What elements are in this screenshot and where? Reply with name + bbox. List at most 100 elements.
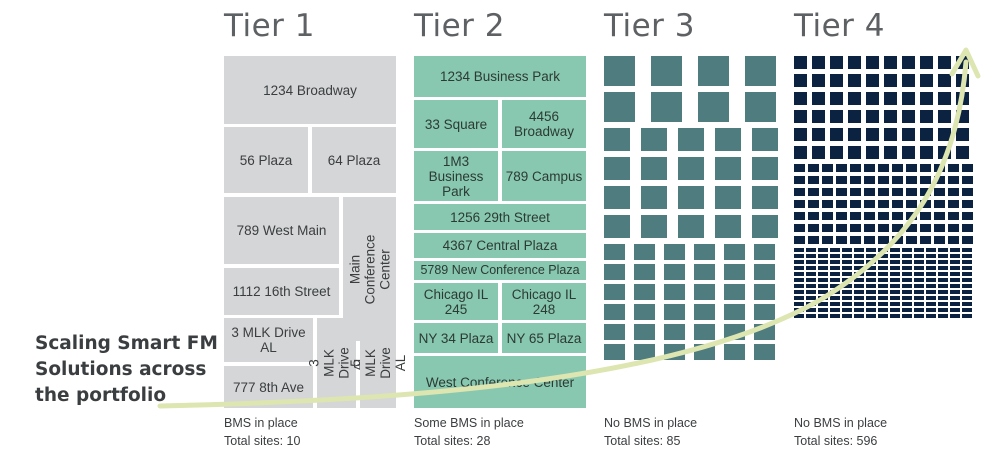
site-square (884, 92, 897, 105)
site-square (794, 254, 804, 258)
site-square (818, 266, 828, 270)
site-square (902, 56, 915, 69)
site-square (694, 304, 715, 320)
site-square (920, 176, 931, 184)
site-square (934, 200, 945, 208)
site-square (902, 308, 912, 312)
site-square (822, 212, 833, 220)
site-square (866, 74, 879, 87)
site-square (902, 272, 912, 276)
site-square (950, 272, 960, 276)
site-square (842, 278, 852, 282)
site-square (842, 248, 852, 252)
site-square (830, 254, 840, 258)
site-3-mlk-drive-al: 3 MLK Drive AL (224, 318, 313, 362)
site-square (752, 215, 778, 238)
site-square (822, 188, 833, 196)
site-square (902, 266, 912, 270)
site-square (850, 164, 861, 172)
tier-1-total: Total sites: 10 (224, 434, 301, 448)
site-square (854, 254, 864, 258)
site-square (864, 188, 875, 196)
site-square (724, 324, 745, 340)
site-square (854, 290, 864, 294)
site-square (878, 224, 889, 232)
site-chicago-il-248: Chicago IL 248 (502, 283, 586, 320)
site-square (830, 278, 840, 282)
site-square (890, 266, 900, 270)
site-square (926, 302, 936, 306)
site-square (878, 176, 889, 184)
site-square (962, 302, 972, 306)
site-square (854, 266, 864, 270)
site-square (890, 248, 900, 252)
site-square (818, 260, 828, 264)
site-square (926, 296, 936, 300)
site-square (948, 188, 959, 196)
site-square (962, 164, 973, 172)
site-1m3-business-park: 1M3 Business Park (414, 151, 498, 201)
site-square (794, 314, 804, 318)
site-square (920, 92, 933, 105)
site-square (926, 278, 936, 282)
site-square (864, 200, 875, 208)
site-square (962, 290, 972, 294)
site-square (890, 278, 900, 282)
tier-2-caption: Some BMS in place Total sites: 28 (414, 414, 524, 450)
site-square (920, 236, 931, 244)
site-square (806, 296, 816, 300)
site-square (836, 236, 847, 244)
tier-2-status: Some BMS in place (414, 416, 524, 430)
site-square (842, 254, 852, 258)
site-square (906, 224, 917, 232)
site-square (836, 212, 847, 220)
site-square (794, 284, 804, 288)
site-1234-business-park: 1234 Business Park (414, 56, 586, 97)
site-square (938, 74, 951, 87)
site-square (878, 266, 888, 270)
site-square (854, 278, 864, 282)
site-square (830, 302, 840, 306)
site-square (794, 296, 804, 300)
site-square (715, 215, 741, 238)
site-square (866, 56, 879, 69)
site-square (794, 164, 805, 172)
site-square (752, 157, 778, 180)
site-square (830, 56, 843, 69)
site-square (956, 146, 969, 159)
site-square (926, 260, 936, 264)
site-square (724, 264, 745, 280)
site-square (962, 176, 973, 184)
site-square (906, 164, 917, 172)
site-square (808, 188, 819, 196)
site-square (842, 272, 852, 276)
site-square (848, 92, 861, 105)
site-square (920, 146, 933, 159)
site-square (938, 248, 948, 252)
site-square (938, 254, 948, 258)
site-square (694, 244, 715, 260)
tier-3-title: Tier 3 (604, 8, 695, 44)
site-square (956, 56, 969, 69)
site-square (818, 314, 828, 318)
site-square (914, 260, 924, 264)
site-square (754, 324, 775, 340)
site-square (752, 128, 778, 151)
site-square (854, 248, 864, 252)
site-square (878, 290, 888, 294)
site-square (794, 212, 805, 220)
site-square (884, 74, 897, 87)
site-square (920, 224, 931, 232)
site-square (948, 164, 959, 172)
site-square (806, 314, 816, 318)
site-square (878, 314, 888, 318)
site-square (715, 186, 741, 209)
site-square (822, 200, 833, 208)
site-square (641, 215, 667, 238)
site-square (842, 290, 852, 294)
site-square (902, 248, 912, 252)
site-square (842, 308, 852, 312)
site-4367-central-plaza: 4367 Central Plaza (414, 233, 586, 258)
site-square (866, 260, 876, 264)
site-square (902, 254, 912, 258)
